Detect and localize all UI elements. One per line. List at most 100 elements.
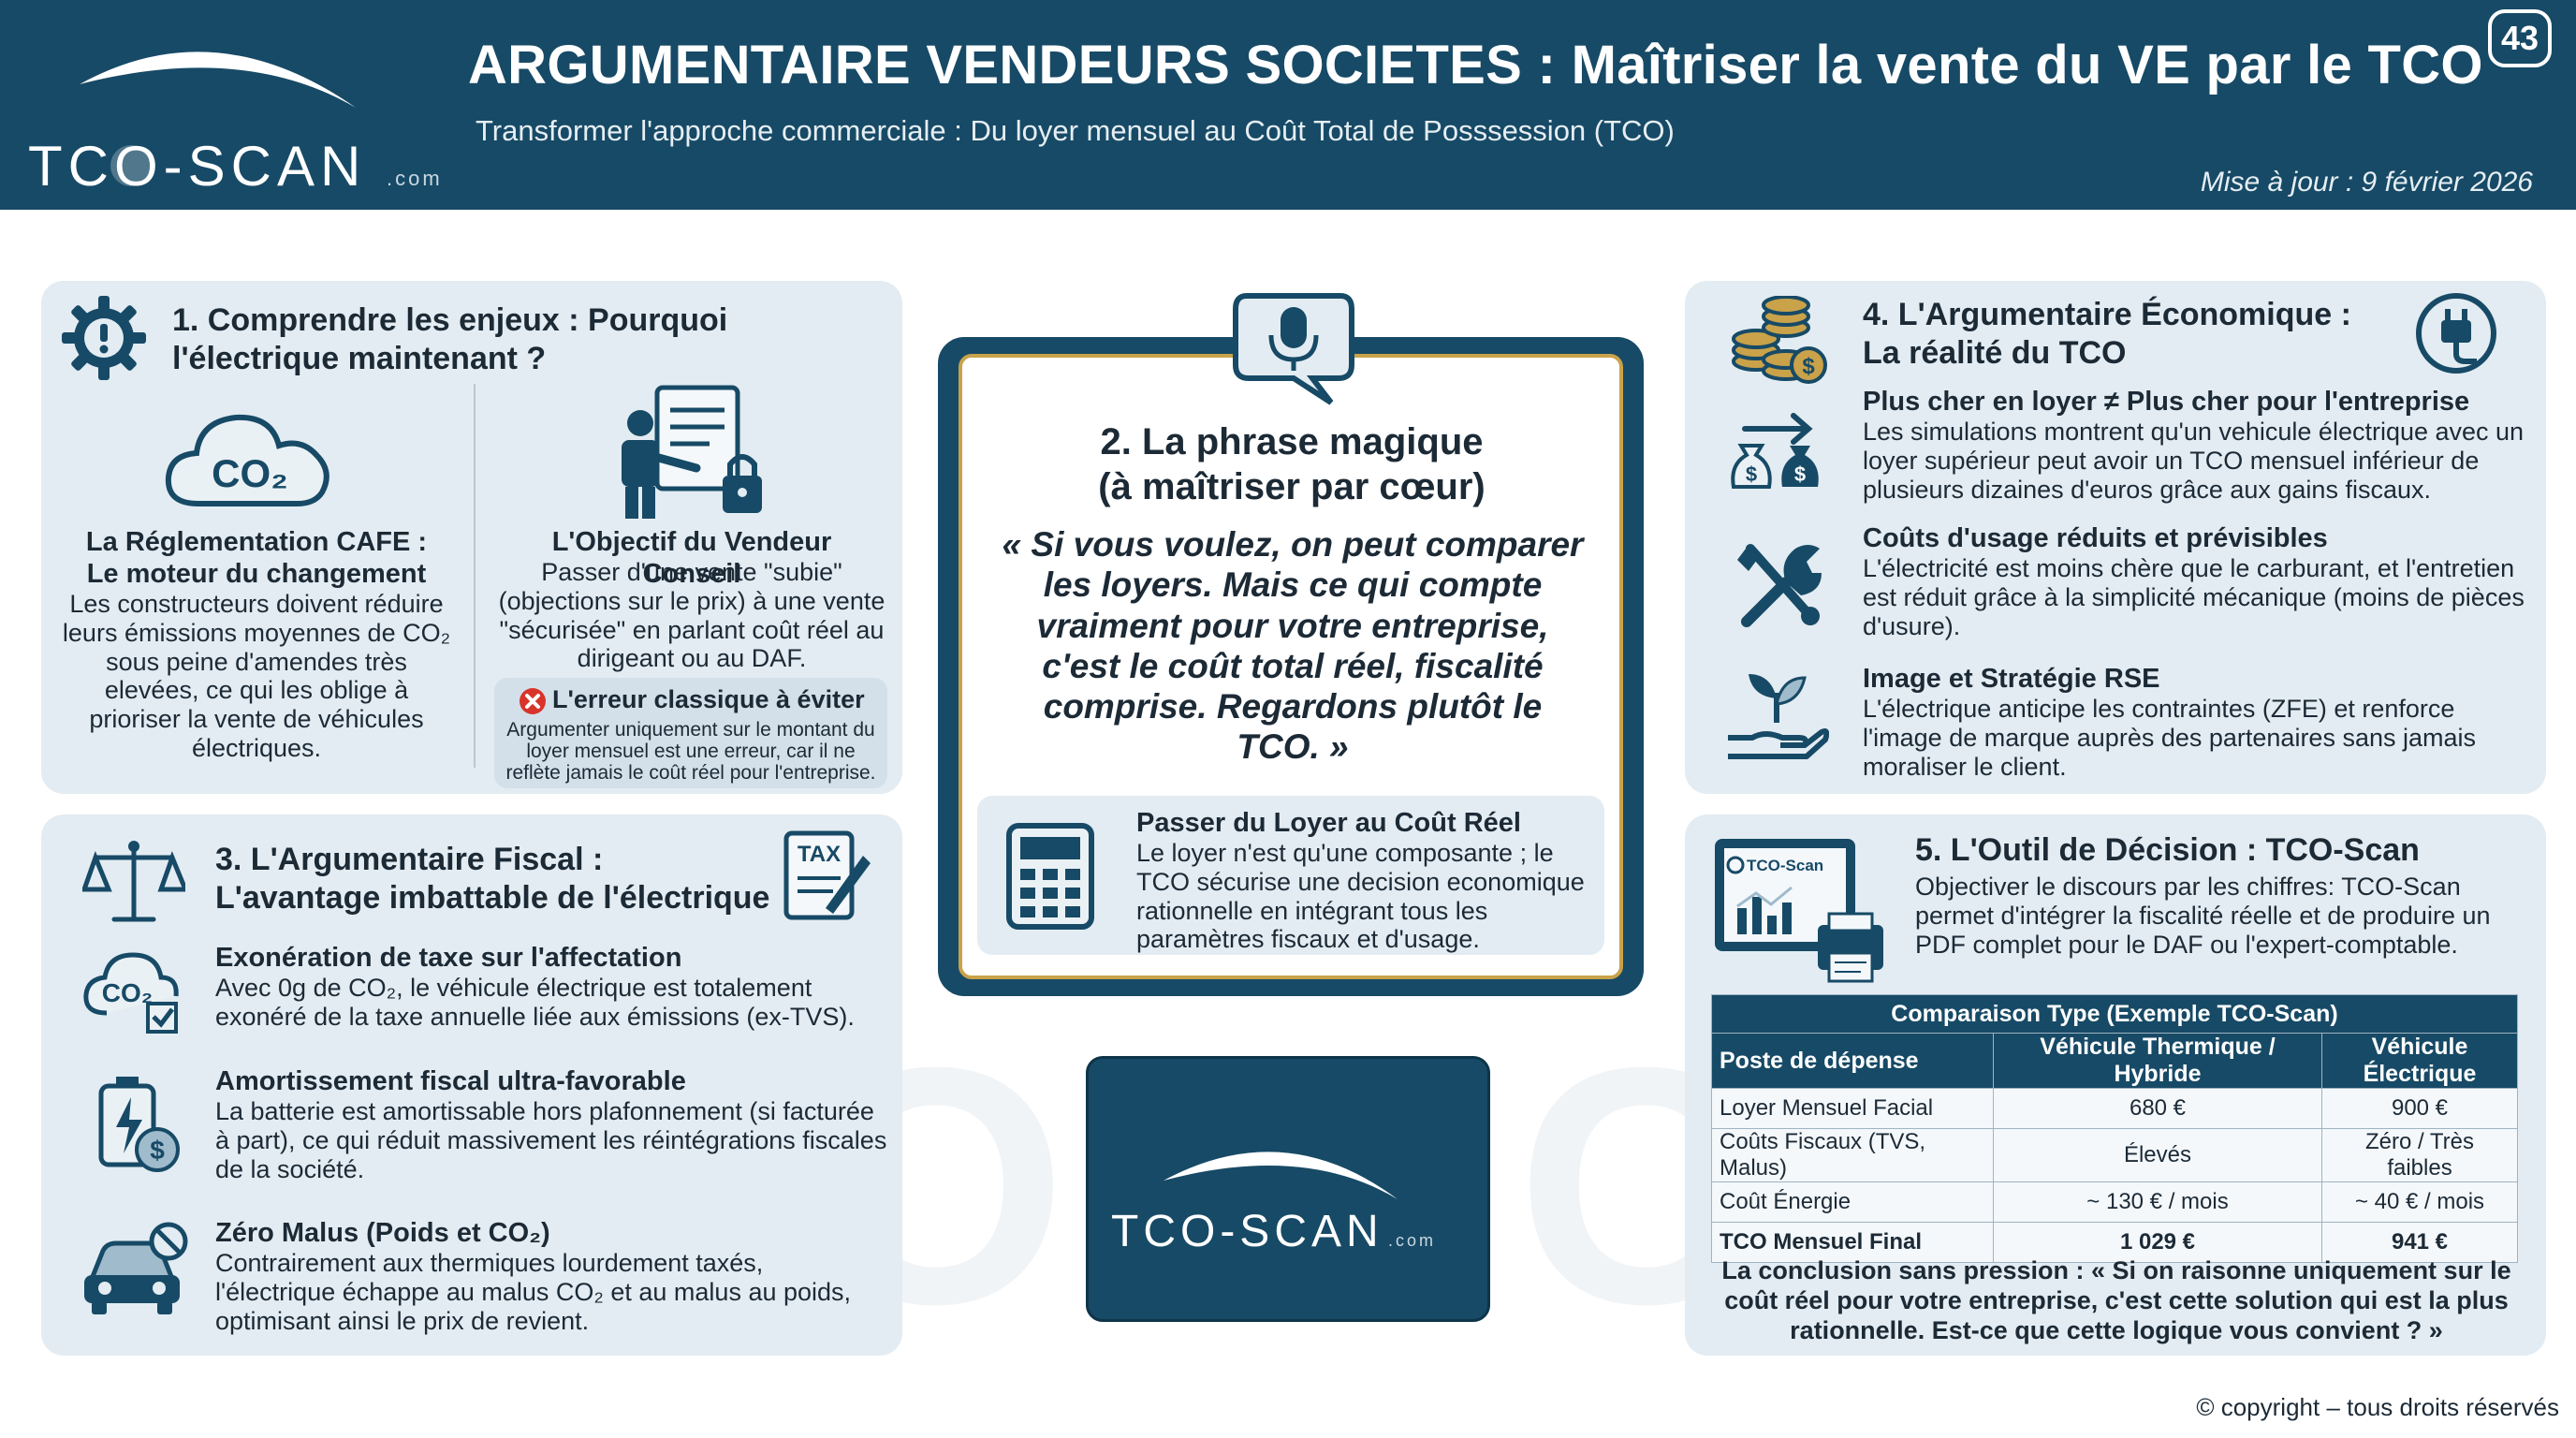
svg-text:.com: .com — [387, 167, 443, 190]
section-title: 4. L'Argumentaire Économique : La réalit… — [1863, 296, 2387, 373]
fiscal-item-heading: Zéro Malus (Poids et CO₂) — [215, 1218, 550, 1248]
section-economique: $ 4. L'Argumentaire Économique : La réal… — [1685, 281, 2546, 794]
table-cell: ~ 130 € / mois — [1993, 1181, 2322, 1223]
table-caption: Comparaison Type (Exemple TCO-Scan) — [1711, 994, 2518, 1034]
title-line2: L'avantage imbattable de l'électrique — [215, 879, 770, 916]
svg-text:CO₂: CO₂ — [102, 978, 153, 1007]
tip-heading: Passer du Loyer au Coût Réel — [1136, 808, 1521, 838]
page-subtitle: Transformer l'approche commerciale : Du … — [476, 114, 1675, 147]
title-line2: (à maîtriser par cœur) — [1098, 466, 1486, 507]
table-cell: 941 € — [2321, 1222, 2518, 1263]
tip-box: Passer du Loyer au Coût Réel Le loyer n'… — [977, 796, 1604, 955]
center-logo-card: TCO-SCAN .com — [1086, 1056, 1490, 1322]
vendeur-heading: L'Objectif du Vendeur Conseil — [551, 527, 832, 590]
error-x-icon — [520, 688, 546, 714]
fiscal-item-heading: Exonération de taxe sur l'affectation — [215, 943, 682, 973]
car-no-malus-icon — [84, 1222, 188, 1314]
money-transfer-icon: $ $ — [1731, 413, 1819, 489]
section-title: 5. L'Outil de Décision : TCO-Scan — [1915, 832, 2420, 868]
column-divider — [474, 384, 476, 768]
title-line1: 4. L'Argumentaire Économique : — [1863, 297, 2351, 332]
conclusion-text: La conclusion sans pression : « Si on ra… — [1721, 1256, 2511, 1344]
comparison-table: Comparaison Type (Exemple TCO-Scan) Post… — [1711, 994, 2518, 1263]
table-cell: Loyer Mensuel Facial — [1711, 1088, 1994, 1129]
svg-text:TCO-SCAN: TCO-SCAN — [28, 135, 366, 198]
table-cell: ~ 40 € / mois — [2321, 1181, 2518, 1223]
table-header: Véhicule Électrique — [2321, 1033, 2518, 1089]
svg-text:$: $ — [1794, 462, 1806, 486]
cafe-body: Les constructeurs doivent réduire leurs … — [62, 590, 451, 762]
svg-text:TAX: TAX — [798, 842, 841, 867]
eco-item-body: Les simulations montrent qu'un vehicule … — [1863, 418, 2525, 504]
table-header: Véhicule Thermique / Hybride — [1993, 1033, 2322, 1089]
error-body: Argumenter uniquement sur le montant du … — [505, 719, 876, 785]
table-row-final: TCO Mensuel Final 1 029 € 941 € — [1711, 1222, 2518, 1263]
calculator-icon — [1006, 823, 1094, 930]
fiscal-item-body: La batterie est amortissable hors plafon… — [215, 1097, 887, 1183]
tip-body: Le loyer n'est qu'une composante ; le TC… — [1136, 839, 1585, 954]
table-cell: Coût Énergie — [1711, 1181, 1994, 1223]
error-heading: L'erreur classique à éviter — [552, 685, 865, 713]
title-line2: La réalité du TCO — [1863, 334, 2127, 371]
hand-plant-icon — [1728, 674, 1829, 759]
eco-item-body: L'électricité est moins chère que le car… — [1863, 554, 2525, 640]
microphone-speech-icon — [1233, 293, 1354, 405]
eco-item-heading: Image et Stratégie RSE — [1863, 664, 2160, 694]
section-title: 3. L'Argumentaire Fiscal : L'avantage im… — [215, 841, 796, 917]
header-banner: TCO-SCAN .com ARGUMENTAIRE VENDEURS SOCI… — [0, 0, 2576, 210]
fiscal-item-heading: Amortissement fiscal ultra-favorable — [215, 1066, 686, 1096]
cafe-heading: La Réglementation CAFE : Le moteur du ch… — [60, 526, 453, 590]
svg-text:$: $ — [150, 1136, 165, 1165]
eco-item-body: L'électrique anticipe les contraintes (Z… — [1863, 695, 2477, 781]
svg-text:$: $ — [1802, 354, 1815, 379]
title-line1: 2. La phrase magique — [1100, 421, 1484, 462]
svg-text:TCO-Scan: TCO-Scan — [1747, 857, 1823, 874]
cafe-heading-line1: La Réglementation CAFE : — [85, 527, 428, 557]
table-cell: 1 029 € — [1993, 1222, 2322, 1263]
battery-euro-icon: $ — [98, 1077, 180, 1172]
page-number-badge: 43 — [2488, 9, 2552, 67]
warning-gear-icon — [62, 296, 146, 380]
tco-scan-center-logo: TCO-SCAN .com — [1111, 1152, 1436, 1256]
tools-icon — [1737, 544, 1822, 627]
table-row: Coût Énergie ~ 130 € / mois ~ 40 € / moi… — [1711, 1181, 2518, 1223]
table-cell: 900 € — [2321, 1088, 2518, 1129]
svg-text:CO₂: CO₂ — [212, 451, 288, 495]
fiscal-item-body: Avec 0g de CO₂, le véhicule électrique e… — [215, 974, 855, 1031]
table-cell: TCO Mensuel Final — [1711, 1222, 1994, 1263]
table-cell: 680 € — [1993, 1088, 2322, 1129]
table-header-row: Poste de dépense Véhicule Thermique / Hy… — [1711, 1033, 2518, 1089]
contract-handshake-icon — [622, 385, 762, 519]
table-cell: Zéro / Très faibles — [2321, 1128, 2518, 1182]
section-fiscal: 3. L'Argumentaire Fiscal : L'avantage im… — [41, 814, 902, 1356]
title-line1: 3. L'Argumentaire Fiscal : — [215, 842, 604, 877]
update-date: Mise à jour : 9 février 2026 — [2200, 167, 2533, 198]
cafe-heading-line2: Le moteur du changement — [86, 559, 427, 590]
page-title: ARGUMENTAIRE VENDEURS SOCIETES : Maîtris… — [468, 35, 2483, 95]
table-cell: Coûts Fiscaux (TVS, Malus) — [1711, 1128, 1994, 1182]
table-row: Loyer Mensuel Facial 680 € 900 € — [1711, 1088, 2518, 1129]
svg-text:TCO-SCAN: TCO-SCAN — [1111, 1207, 1383, 1256]
svg-text:$: $ — [1746, 462, 1757, 486]
error-callout: L'erreur classique à éviter Argumenter u… — [494, 678, 887, 788]
co2-check-icon: CO₂ — [83, 952, 179, 1034]
svg-text:.com: .com — [1388, 1231, 1436, 1250]
tco-scan-screen-icon: TCO-Scan — [1715, 839, 1883, 983]
section-title: 1. Comprendre les enjeux : Pourquoi l'él… — [172, 302, 728, 376]
tax-document-icon: TAX — [783, 830, 871, 920]
fiscal-item-body: Contrairement aux thermiques lourdement … — [215, 1249, 852, 1335]
copyright-footer: © copyright – tous droits réservés — [2196, 1393, 2559, 1421]
section-enjeux: 1. Comprendre les enjeux : Pourquoi l'él… — [41, 281, 902, 794]
section-outil: TCO-Scan 5. L'Outil de Décision : TCO-Sc… — [1685, 814, 2546, 1356]
scales-icon — [82, 841, 185, 922]
table-row: Coûts Fiscaux (TVS, Malus) Élevés Zéro /… — [1711, 1128, 2518, 1182]
outil-body: Objectiver le discours par les chiffres:… — [1915, 873, 2491, 959]
magic-quote: « Si vous voulez, on peut comparer les l… — [1002, 525, 1584, 767]
table-cell: Élevés — [1993, 1128, 2322, 1182]
ev-plug-icon — [2416, 293, 2496, 374]
co2-cloud-icon: CO₂ — [165, 414, 329, 506]
tco-scan-logo: TCO-SCAN .com — [28, 51, 443, 198]
vendeur-body: Passer d'une vente "subie" (objections s… — [498, 558, 886, 673]
coins-stack-icon: $ — [1732, 296, 1827, 384]
table-caption-row: Comparaison Type (Exemple TCO-Scan) — [1711, 994, 2518, 1034]
